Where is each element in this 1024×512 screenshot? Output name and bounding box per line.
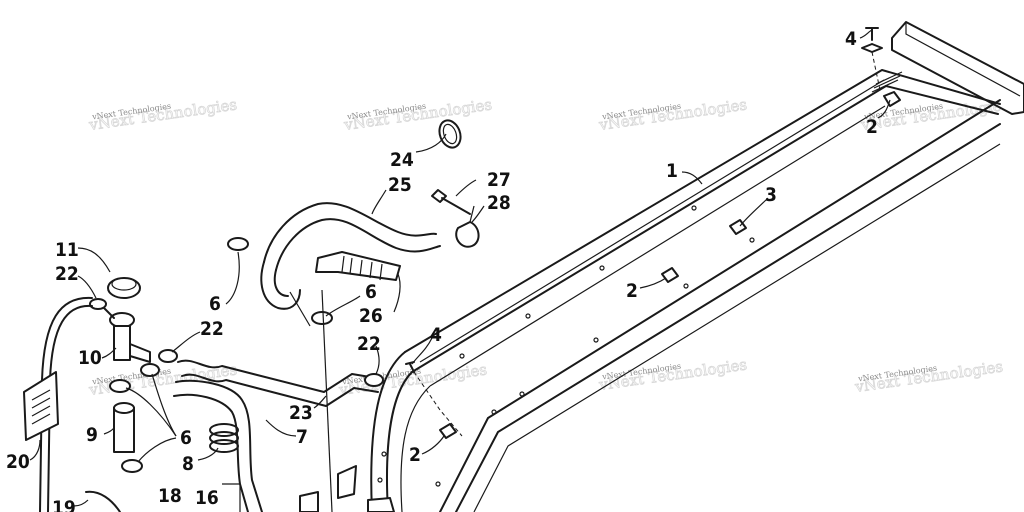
hose-clamp-22a — [89, 298, 107, 310]
clip-part-2-lower — [439, 423, 457, 439]
watermark: vNext Technologies vNext Technologies — [853, 357, 1005, 397]
cross-tube — [891, 21, 1024, 115]
callout-25: 25 — [388, 174, 412, 196]
watermark: vNext Technologies vNext Technologies — [87, 360, 239, 400]
callout-2-upper: 2 — [866, 116, 878, 138]
hose-25-26 — [260, 202, 441, 310]
hose-7 — [173, 379, 263, 512]
callout-8: 8 — [182, 453, 194, 475]
callout-11: 11 — [55, 239, 79, 261]
hose-clamps-6 — [121, 237, 333, 473]
callout-2-lower: 2 — [409, 444, 421, 466]
callouts: 1 4 2 3 2 4 2 24 25 27 28 26 6 6 22 11 2… — [6, 28, 878, 512]
watermarks: vNext Technologies vNext Technologies vN… — [87, 95, 1011, 400]
callout-23: 23 — [289, 402, 313, 424]
callout-4-lower: 4 — [430, 324, 442, 346]
hose-clamp-22c — [364, 373, 384, 387]
rail-lower-groove — [473, 143, 1001, 512]
screw-upper — [865, 27, 879, 41]
callout-6-mid: 6 — [365, 281, 377, 303]
leader-lines — [29, 29, 891, 507]
callout-9: 9 — [86, 424, 98, 446]
hose-23 — [177, 359, 379, 407]
watermark: vNext Technologies vNext Technologies — [597, 95, 749, 135]
rail-front-curve-detail — [400, 385, 431, 512]
rail-upper-outer — [404, 69, 1001, 353]
spring-8 — [209, 423, 239, 453]
callout-18: 18 — [158, 485, 182, 507]
bolt-27 — [431, 189, 471, 215]
callout-4-upper: 4 — [845, 28, 857, 50]
callout-6-lower: 6 — [180, 427, 192, 449]
label-tag-20 — [23, 371, 59, 441]
watermark: vNext Technologies vNext Technologies — [87, 95, 239, 135]
watermark: vNext Technologies vNext Technologies — [342, 95, 494, 135]
callout-22-right: 22 — [357, 333, 381, 355]
filler-neck-10 — [99, 303, 151, 363]
rail-upper-inner — [411, 85, 999, 373]
callout-24: 24 — [390, 149, 414, 171]
rail-lower-inner — [455, 123, 1001, 512]
screw-lower-axis — [413, 371, 463, 437]
rail-slots — [871, 71, 903, 93]
callout-1: 1 — [666, 160, 678, 182]
screw-upper-washer — [861, 43, 883, 53]
callout-28: 28 — [487, 192, 511, 214]
rail-rivet-holes — [377, 205, 755, 487]
callout-20: 20 — [6, 451, 30, 473]
rail-front-curve — [370, 351, 406, 512]
callout-19: 19 — [52, 497, 76, 512]
bracket-28 — [455, 205, 480, 248]
callout-2-mid: 2 — [626, 280, 638, 302]
hose-clamp-24 — [438, 119, 462, 149]
callout-10: 10 — [78, 347, 102, 369]
rail-front-curve-inner — [386, 371, 413, 512]
hose-clamp-22b — [158, 349, 178, 363]
callout-16: 16 — [195, 487, 219, 509]
frame-rail-assembly — [370, 21, 1024, 512]
clip-part-2-mid — [661, 267, 679, 283]
hose-9 — [109, 379, 135, 453]
lower-components — [85, 289, 395, 512]
rail-groove-2 — [429, 105, 886, 387]
rail-lower-outer — [439, 99, 1001, 512]
callout-6-upper: 6 — [209, 293, 221, 315]
rail-clips — [439, 91, 901, 439]
callout-27: 27 — [487, 169, 511, 191]
callout-26: 26 — [359, 305, 383, 327]
callout-22-left: 22 — [55, 263, 79, 285]
hose-sleeve-26 — [315, 251, 401, 281]
cross-tube-edge — [905, 22, 1021, 97]
callout-3: 3 — [765, 184, 777, 206]
clip-part-2-upper — [883, 91, 901, 107]
callout-22-center: 22 — [200, 318, 224, 340]
radiator-cap-11 — [107, 277, 141, 299]
rail-groove-1 — [419, 79, 885, 363]
screws — [405, 27, 883, 437]
callout-7: 7 — [296, 426, 308, 448]
